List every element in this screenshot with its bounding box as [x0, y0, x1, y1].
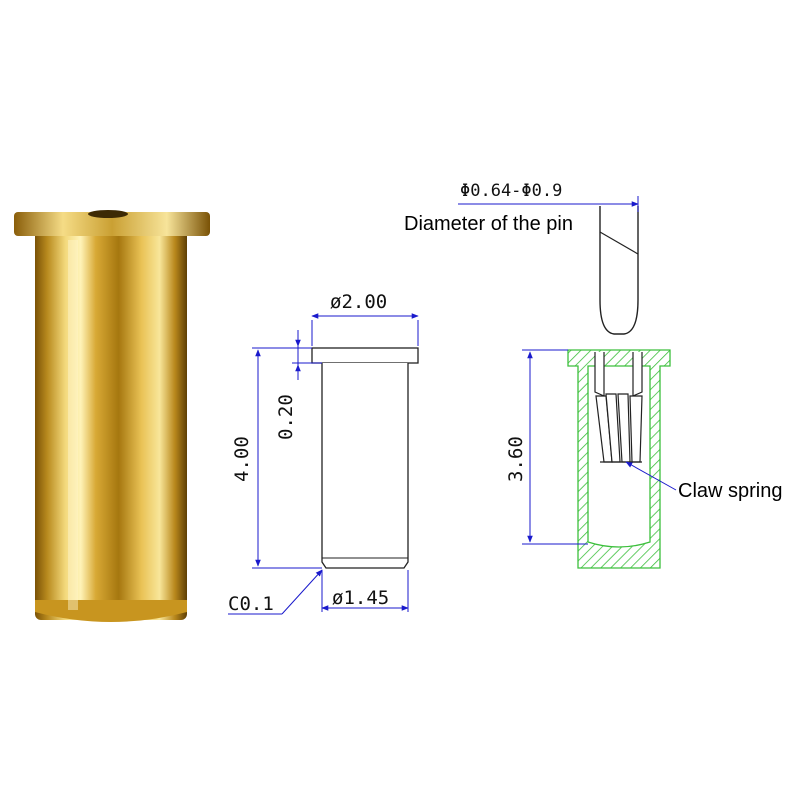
pin-outline: [599, 206, 639, 335]
pin-diameter-dimension: [458, 196, 639, 212]
gold-socket-bottom: [35, 600, 187, 622]
dimension-lines-middle: [228, 313, 419, 615]
label-claw-spring: Claw spring: [678, 480, 782, 502]
dim-body-diameter: ø1.45: [332, 587, 389, 609]
gold-socket-flange: [14, 212, 210, 236]
gold-socket-photo: [14, 210, 210, 622]
socket-section-wall: [567, 349, 671, 569]
dim-socket-depth: 3.60: [505, 436, 527, 482]
dim-total-length: 4.00: [231, 436, 253, 482]
gold-socket-hole: [88, 210, 128, 218]
socket-body-outline: [321, 363, 409, 569]
pin-drawing: [599, 206, 639, 335]
dim-head-diameter: ø2.00: [330, 291, 387, 313]
socket-section-view: [567, 349, 671, 569]
claw-spring: [594, 352, 643, 463]
label-pin-diameter: Diameter of the pin: [404, 213, 573, 235]
socket-head-outline: [311, 347, 419, 364]
gold-socket-body: [35, 228, 187, 620]
socket-outline-drawing: [311, 347, 419, 569]
dim-head-thickness: 0.20: [275, 394, 297, 440]
dim-pin-diameter: Φ0.64-Φ0.9: [460, 181, 562, 201]
dim-chamfer: C0.1: [228, 593, 274, 615]
gold-socket-highlight: [68, 240, 78, 610]
socket-depth-dimension: [522, 349, 677, 545]
